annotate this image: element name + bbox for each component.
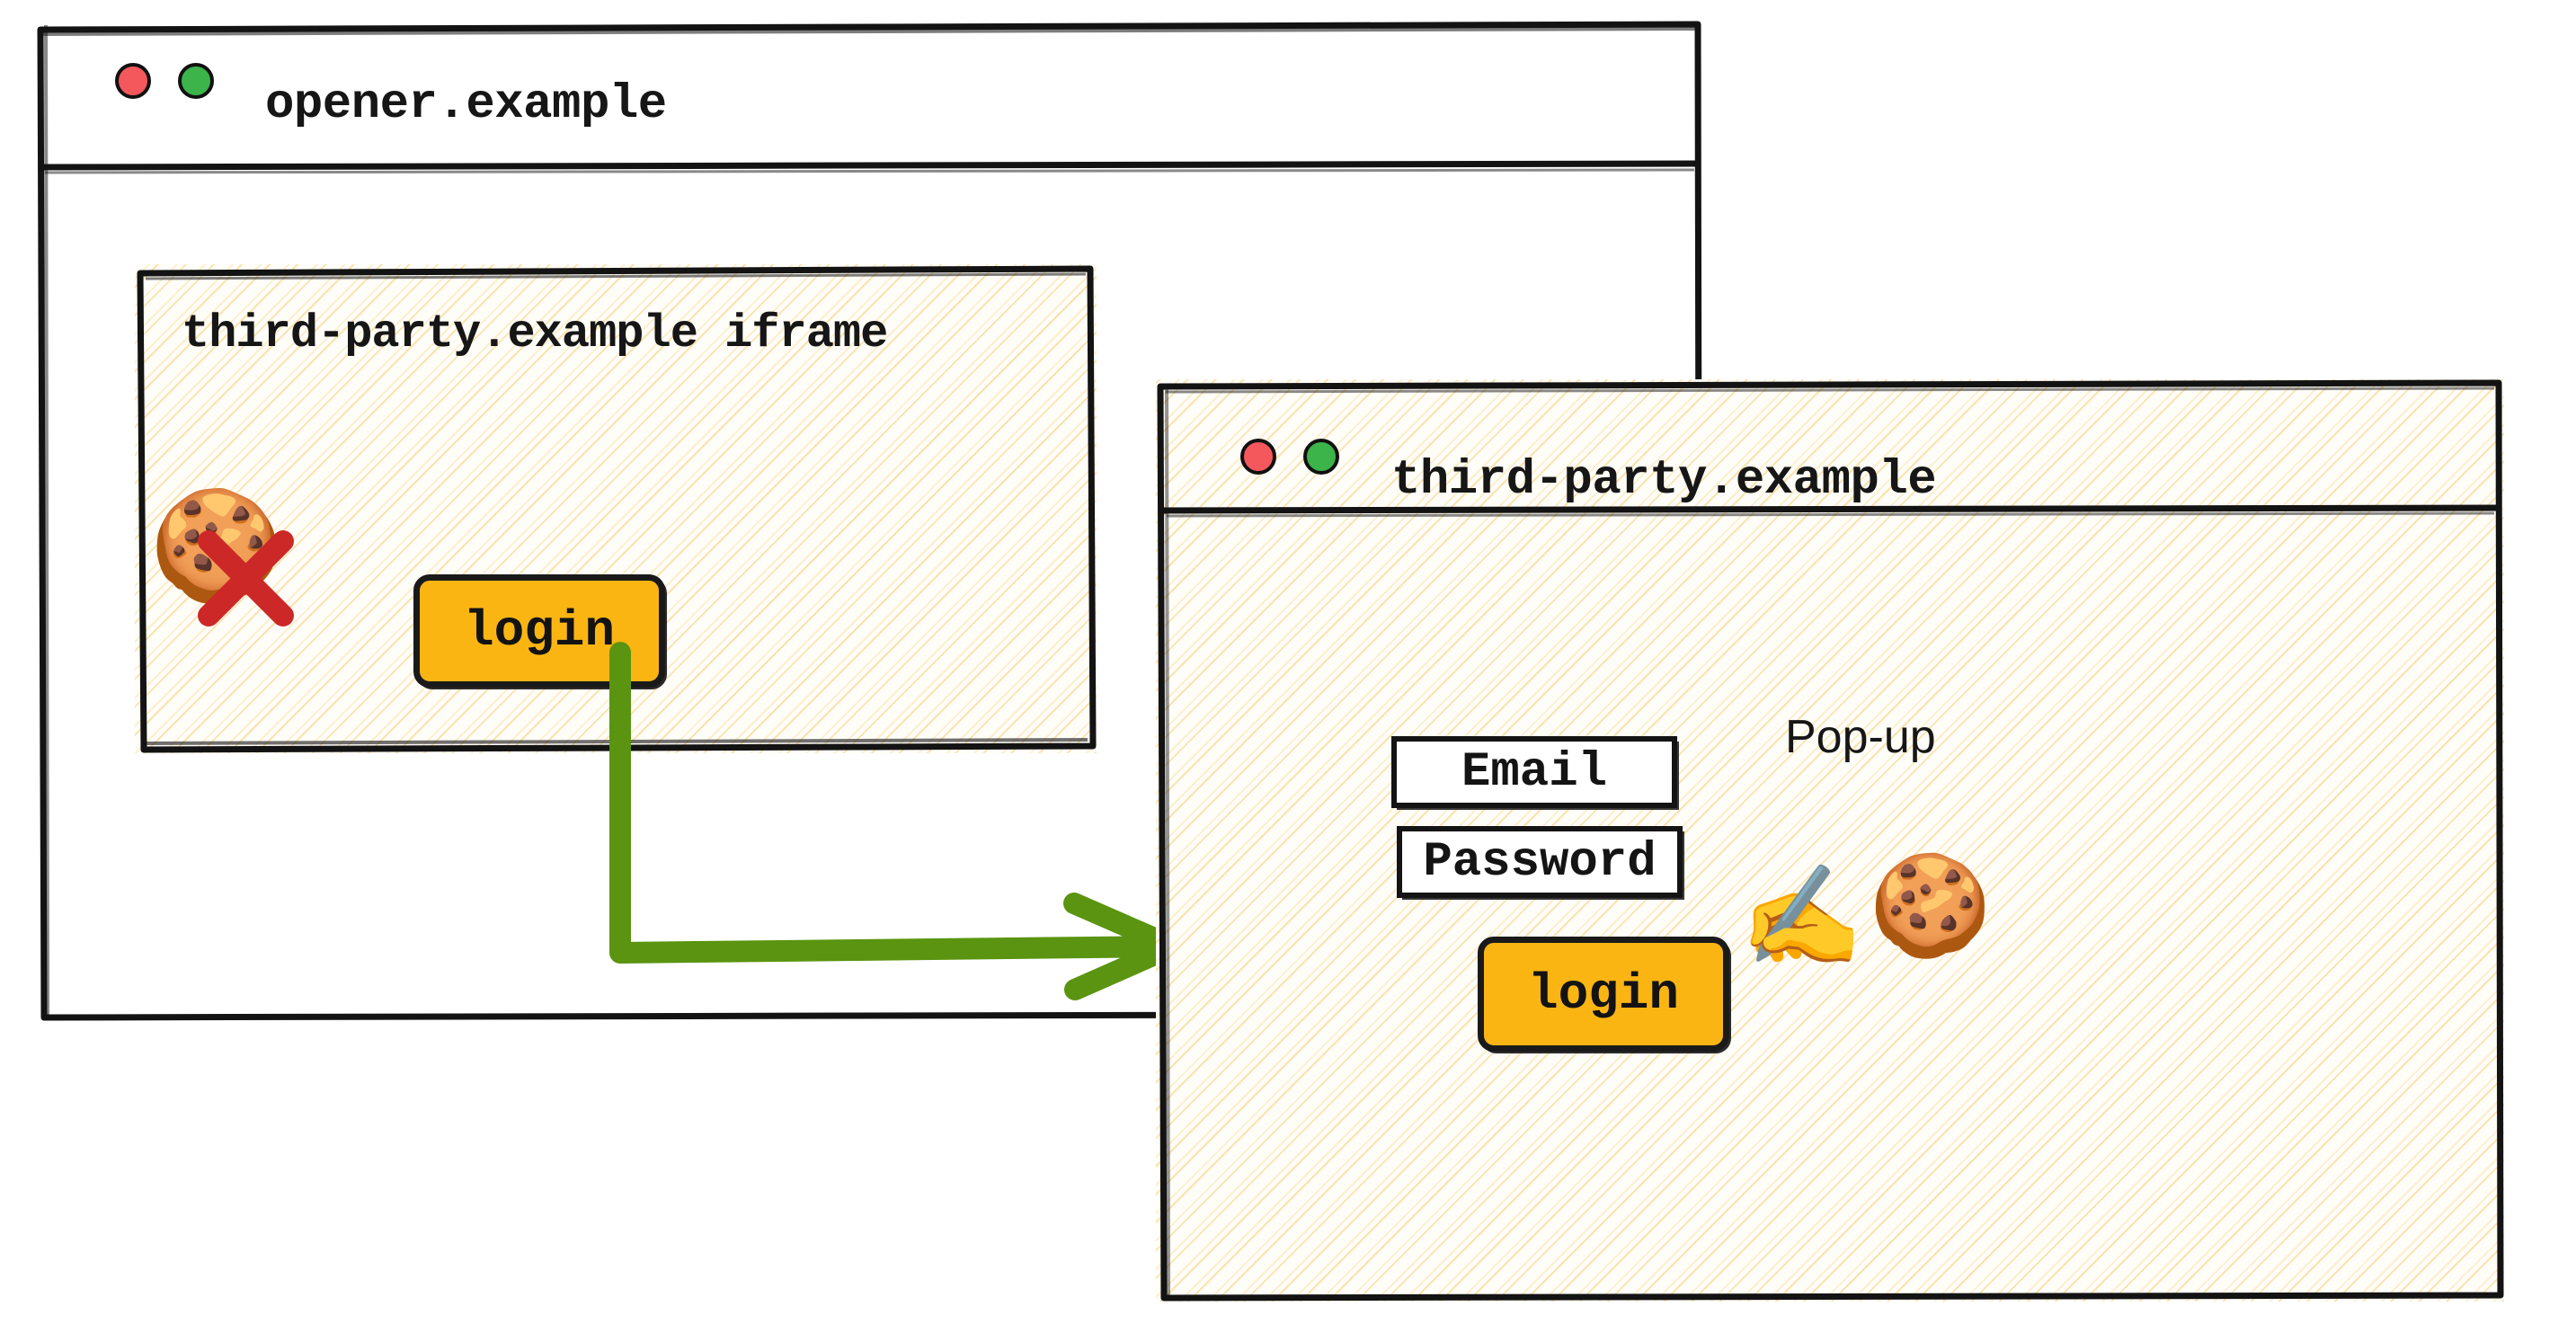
popup-window-title: third-party.example bbox=[1391, 453, 1937, 508]
popup-window-frame bbox=[1157, 379, 2504, 1302]
popup-close-dot[interactable] bbox=[1240, 439, 1276, 475]
opener-window-title: opener.example bbox=[265, 77, 667, 132]
writing-hand-icon: ✍️ bbox=[1740, 868, 1863, 981]
cookie-icon: 🍪 bbox=[1868, 857, 1992, 970]
email-field-value: Email bbox=[1461, 744, 1608, 800]
popup-traffic-lights bbox=[1240, 439, 1339, 475]
iframe-title: third-party.example iframe bbox=[182, 307, 888, 360]
opener-close-dot[interactable] bbox=[115, 63, 151, 99]
iframe-login-button[interactable]: login bbox=[413, 574, 665, 688]
popup-label: Pop-up bbox=[1785, 711, 1936, 763]
opener-maximize-dot[interactable] bbox=[178, 63, 214, 99]
popup-login-button[interactable]: login bbox=[1478, 937, 1729, 1052]
password-field[interactable]: Password bbox=[1397, 826, 1683, 898]
sign-in-icon-group: ✍️ 🍪 bbox=[1740, 857, 1992, 974]
red-x-icon bbox=[198, 530, 294, 626]
password-field-value: Password bbox=[1423, 834, 1657, 890]
email-field[interactable]: Email bbox=[1391, 736, 1677, 808]
cookie-blocked-icon: 🍪 bbox=[149, 484, 329, 632]
opener-traffic-lights bbox=[115, 63, 214, 99]
popup-login-button-label: login bbox=[1527, 965, 1680, 1023]
popup-maximize-dot[interactable] bbox=[1303, 439, 1339, 475]
popup-browser-window: third-party.example Email Password login… bbox=[1156, 379, 2504, 1302]
iframe-login-button-label: login bbox=[463, 602, 616, 660]
third-party-iframe: third-party.example iframe 🍪 login bbox=[135, 264, 1097, 753]
